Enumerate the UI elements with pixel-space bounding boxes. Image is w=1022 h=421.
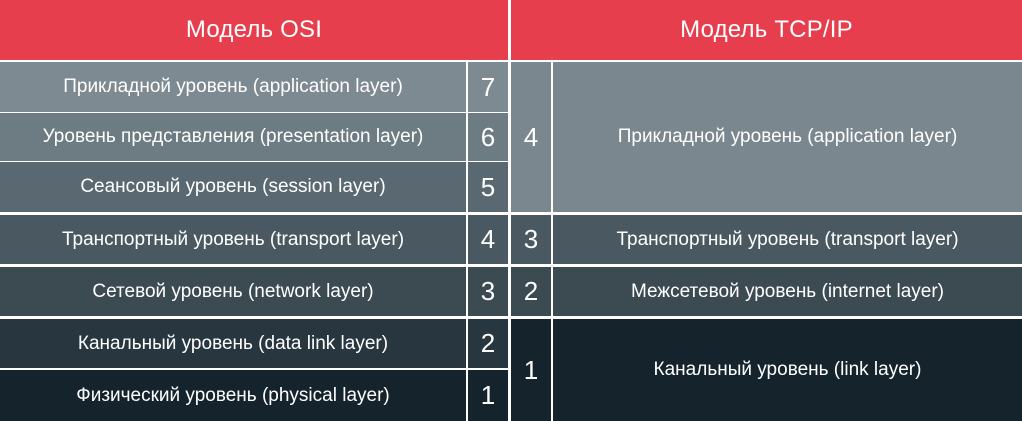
osi-layer-1-name: Физический уровень (physical layer) — [0, 370, 466, 421]
osi-layer-4-number: 4 — [468, 215, 508, 264]
tcpip-layer-4-number: 4 — [511, 62, 551, 212]
osi-layer-4-name: Транспортный уровень (transport layer) — [0, 215, 466, 264]
osi-layer-2-number: 2 — [468, 319, 508, 368]
tcpip-layer-4-name: Прикладной уровень (application layer) — [553, 62, 1022, 212]
tcpip-layer-2-number: 2 — [511, 267, 551, 316]
tcpip-layer-2-name: Межсетевой уровень (internet layer) — [553, 267, 1022, 316]
tcpip-model-header: Модель TCP/IP — [511, 0, 1022, 60]
osi-model-header: Модель OSI — [0, 0, 508, 60]
osi-layer-5-number: 5 — [468, 162, 508, 212]
osi-layer-6-number: 6 — [468, 113, 508, 161]
tcpip-layer-1-name: Канальный уровень (link layer) — [553, 319, 1022, 421]
osi-layer-7-number: 7 — [468, 62, 508, 112]
tcpip-layer-1-number: 1 — [511, 319, 551, 421]
tcpip-layer-3-number: 3 — [511, 215, 551, 264]
tcpip-layer-3-name: Транспортный уровень (transport layer) — [553, 215, 1022, 264]
osi-layer-2-name: Канальный уровень (data link layer) — [0, 319, 466, 368]
osi-layer-6-name: Уровень представления (presentation laye… — [0, 113, 466, 161]
osi-layer-5-name: Сеансовый уровень (session layer) — [0, 162, 466, 212]
osi-layer-1-number: 1 — [468, 370, 508, 421]
osi-layer-3-number: 3 — [468, 267, 508, 316]
osi-layer-3-name: Сетевой уровень (network layer) — [0, 267, 466, 316]
osi-layer-7-name: Прикладной уровень (application layer) — [0, 62, 466, 112]
